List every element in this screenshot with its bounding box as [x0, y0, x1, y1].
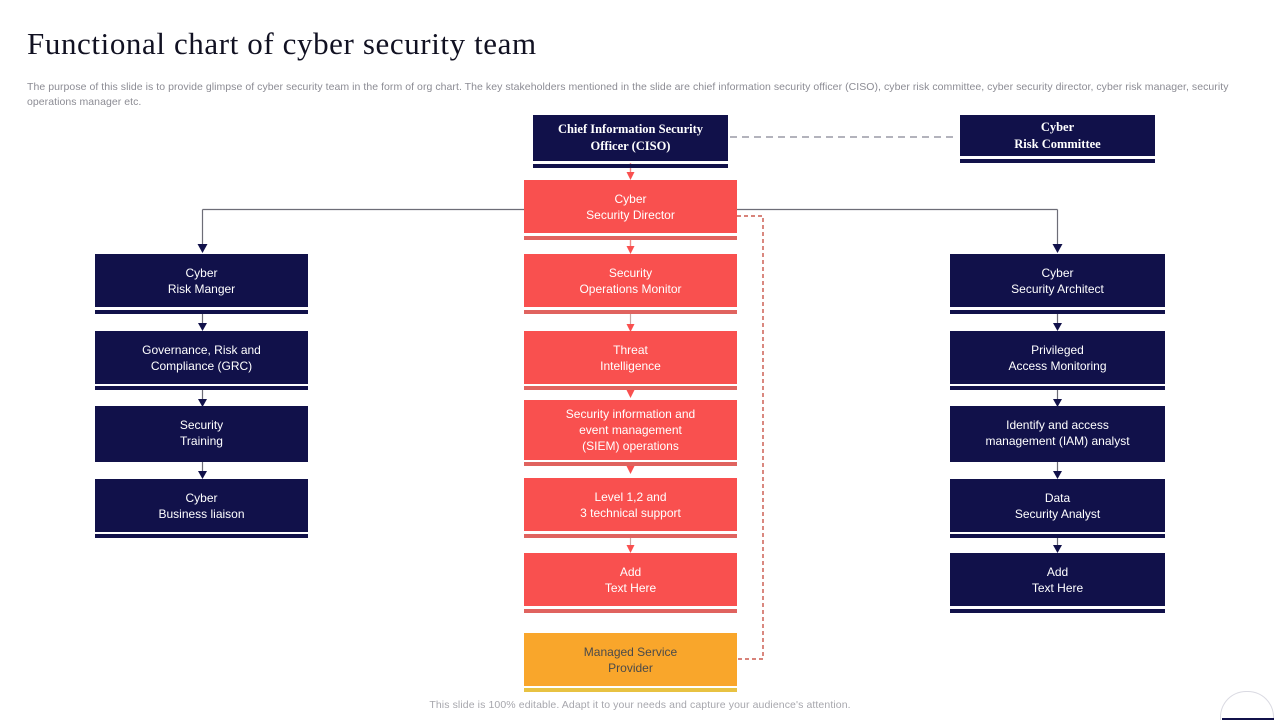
node-security-training-label: Security Training	[179, 417, 224, 448]
node-security-operations-monitor-accent-bar	[524, 310, 737, 314]
footer-note: This slide is 100% editable. Adapt it to…	[429, 699, 851, 711]
node-technical-support-accent-bar	[524, 534, 737, 538]
edge-director-msp	[737, 215, 764, 660]
node-managed-service-provider-label: Managed Service Provider	[583, 644, 678, 675]
arrow-dataanalyst-add	[1053, 545, 1062, 553]
node-cyber-risk-manager-accent-bar	[95, 310, 308, 314]
node-threat-intelligence[interactable]: Threat Intelligence	[524, 331, 737, 384]
node-technical-support-label: Level 1,2 and 3 technical support	[580, 489, 681, 520]
node-center-add-text-here-label: Add Text Here	[604, 564, 657, 595]
node-iam-analyst[interactable]: Identify and access management (IAM) ana…	[950, 406, 1165, 459]
node-data-security-analyst[interactable]: Data Security Analyst	[950, 479, 1165, 532]
node-cyber-security-architect-accent-bar	[950, 310, 1165, 314]
arrow-support-add	[626, 545, 635, 553]
node-center-add-text-here[interactable]: Add Text Here	[524, 553, 737, 606]
node-cyber-business-liaison[interactable]: Cyber Business liaison	[95, 479, 308, 532]
node-security-operations-monitor-label: Security Operations Monitor	[579, 265, 682, 296]
node-technical-support[interactable]: Level 1,2 and 3 technical support	[524, 478, 737, 531]
node-ciso-accent-bar	[533, 164, 728, 168]
node-cyber-security-director-label: Cyber Security Director	[586, 191, 675, 222]
slide-description: The purpose of this slide is to provide …	[27, 81, 1229, 108]
arrow-iam-dataanalyst	[1053, 471, 1062, 479]
corner-baseline-decoration	[1222, 718, 1274, 720]
node-right-add-text-here-label: Add Text Here	[1031, 564, 1084, 595]
arrow-siem-support	[626, 466, 635, 474]
node-cyber-business-liaison-label: Cyber Business liaison	[158, 490, 245, 521]
node-cyber-security-director[interactable]: Cyber Security Director	[524, 180, 737, 233]
node-security-operations-monitor[interactable]: Security Operations Monitor	[524, 254, 737, 307]
node-ciso[interactable]: Chief Information Security Officer (CISO…	[533, 115, 728, 161]
arrow-training-liaison	[198, 471, 207, 479]
arrow-left-column	[197, 244, 208, 253]
node-grc-accent-bar	[95, 386, 308, 390]
node-siem-operations-accent-bar	[524, 462, 737, 466]
node-security-training-accent-bar	[95, 458, 308, 462]
arrow-riskmanager-grc	[198, 323, 207, 331]
node-privileged-access-monitoring[interactable]: Privileged Access Monitoring	[950, 331, 1165, 384]
node-ciso-label: Chief Information Security Officer (CISO…	[557, 122, 704, 153]
node-right-add-text-here[interactable]: Add Text Here	[950, 553, 1165, 606]
node-managed-service-provider[interactable]: Managed Service Provider	[524, 633, 737, 686]
node-cyber-business-liaison-accent-bar	[95, 534, 308, 538]
node-grc[interactable]: Governance, Risk and Compliance (GRC)	[95, 331, 308, 384]
arrow-threat-siem	[626, 390, 635, 398]
node-iam-analyst-label: Identify and access management (IAM) ana…	[985, 417, 1130, 448]
page-title: Functional chart of cyber security team	[27, 26, 537, 61]
node-center-add-text-here-accent-bar	[524, 609, 737, 613]
node-managed-service-provider-accent-bar	[524, 688, 737, 692]
node-threat-intelligence-accent-bar	[524, 386, 737, 390]
node-risk-committee-label: Cyber Risk Committee	[1014, 119, 1101, 151]
node-siem-operations[interactable]: Security information and event managemen…	[524, 400, 737, 460]
node-cyber-security-director-accent-bar	[524, 236, 737, 240]
node-cyber-risk-manager-label: Cyber Risk Manger	[167, 265, 236, 296]
arrow-ciso-director	[626, 172, 635, 180]
node-grc-label: Governance, Risk and Compliance (GRC)	[142, 342, 261, 373]
node-privileged-access-monitoring-label: Privileged Access Monitoring	[1008, 342, 1107, 373]
node-threat-intelligence-label: Threat Intelligence	[600, 342, 661, 373]
node-privileged-access-monitoring-accent-bar	[950, 386, 1165, 390]
node-cyber-risk-manager[interactable]: Cyber Risk Manger	[95, 254, 308, 307]
node-cyber-security-architect-label: Cyber Security Architect	[1011, 265, 1104, 296]
node-siem-operations-label: Security information and event managemen…	[565, 407, 696, 453]
node-right-add-text-here-accent-bar	[950, 609, 1165, 613]
node-data-security-analyst-label: Data Security Analyst	[1014, 490, 1101, 521]
node-iam-analyst-accent-bar	[950, 458, 1165, 462]
node-risk-committee-accent-bar	[960, 159, 1155, 163]
arrow-right-column	[1052, 244, 1063, 253]
arrow-architect-privileged	[1053, 323, 1062, 331]
node-risk-committee[interactable]: Cyber Risk Committee	[960, 115, 1155, 156]
node-security-training[interactable]: Security Training	[95, 406, 308, 459]
arrow-director-secops	[626, 246, 635, 254]
node-data-security-analyst-accent-bar	[950, 534, 1165, 538]
node-cyber-security-architect[interactable]: Cyber Security Architect	[950, 254, 1165, 307]
